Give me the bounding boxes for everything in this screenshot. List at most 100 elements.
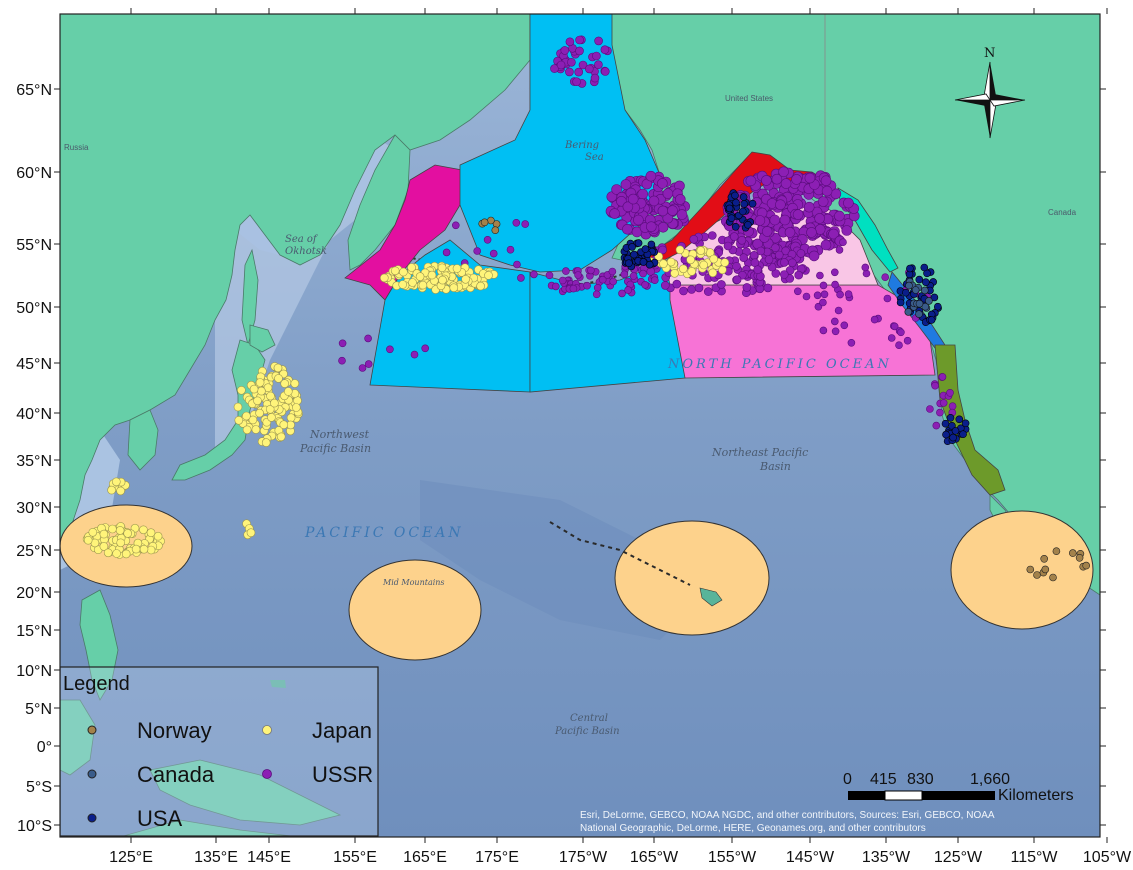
north-arrow-e2 <box>989 99 1026 107</box>
ussr-catch-point <box>574 271 582 279</box>
japan-catch-point <box>266 391 275 401</box>
canada-catch-point <box>911 286 920 294</box>
japan-catch-point <box>108 524 117 534</box>
usa-catch-point <box>941 419 950 428</box>
ussr-catch-point <box>473 247 482 255</box>
label-okhotsk-2: Okhotsk <box>285 246 327 257</box>
japan-catch-point <box>675 245 685 255</box>
japan-catch-point <box>255 408 264 418</box>
usa-catch-point <box>641 245 650 253</box>
ussr-catch-point <box>648 195 660 207</box>
japan-catch-point <box>399 267 408 277</box>
lat-label: 40°N <box>16 406 52 423</box>
north-arrow: N <box>954 46 1026 139</box>
ussr-catch-point <box>551 282 560 291</box>
norway-catch-point <box>491 226 500 234</box>
japan-catch-point <box>437 263 447 273</box>
hokkaido <box>249 324 276 353</box>
scale-segment-2 <box>884 790 923 801</box>
japan-catch-point <box>476 281 485 291</box>
ussr-catch-point <box>883 294 892 303</box>
usa-catch-point <box>725 204 734 213</box>
japan-catch-point <box>139 544 149 554</box>
label-united-states: United States <box>725 94 773 103</box>
ussr-catch-point <box>569 284 578 293</box>
scale-segment-3 <box>922 791 995 800</box>
usa-catch-point <box>731 191 739 200</box>
ussr-catch-point <box>517 274 525 282</box>
ussr-catch-point <box>483 236 492 244</box>
ussr-catch-point <box>600 67 610 76</box>
label-russia: Russia <box>64 143 89 152</box>
label-canada: Canada <box>1048 208 1077 217</box>
ussr-catch-point <box>732 275 742 285</box>
ussr-catch-point <box>836 290 844 299</box>
ussr-catch-point <box>593 283 602 292</box>
ussr-catch-point <box>657 205 669 217</box>
japan-catch-point <box>99 542 109 551</box>
ussr-catch-point <box>650 276 659 285</box>
japan-catch-point <box>286 413 296 423</box>
japan-catch-point <box>678 264 688 274</box>
ussr-catch-point <box>806 227 817 238</box>
borneo <box>60 699 96 776</box>
ussr-catch-point <box>732 261 741 271</box>
ussr-catch-point <box>565 67 574 77</box>
ussr-catch-point <box>624 286 632 294</box>
japan-catch-point <box>283 387 293 396</box>
north-arrow-e <box>990 94 1025 100</box>
korea <box>127 409 159 471</box>
usa-catch-point <box>740 200 748 208</box>
ussr-catch-point <box>662 188 674 199</box>
ussr-catch-point <box>637 188 649 200</box>
ussr-catch-point <box>687 285 696 294</box>
ussr-catch-point <box>881 273 890 282</box>
japan-catch-point <box>699 260 709 270</box>
usa-catch-point <box>915 275 924 284</box>
ussr-catch-point <box>821 185 833 197</box>
ussr-catch-point <box>903 336 912 345</box>
label-nw-basin-2: Pacific Basin <box>299 442 371 455</box>
lat-label: 45°N <box>16 356 52 373</box>
ussr-catch-point <box>658 245 667 255</box>
ussr-catch-point <box>841 225 853 236</box>
usa-catch-point <box>639 258 648 266</box>
ussr-catch-point <box>939 399 948 407</box>
ussr-catch-point <box>565 37 575 47</box>
label-bering-2: Sea <box>585 152 604 163</box>
ussr-catch-point <box>633 214 644 226</box>
lat-label: 5°N <box>25 701 52 718</box>
japan-catch-point <box>408 278 417 287</box>
japan-catch-point <box>484 271 493 280</box>
usa-catch-point <box>630 250 638 259</box>
canada-catch-point <box>920 286 929 295</box>
ussr-catch-point <box>830 268 839 277</box>
ussr-catch-point <box>364 334 372 343</box>
lat-label: 15°N <box>16 623 52 640</box>
asia-landmass <box>60 14 531 546</box>
usa-catch-point <box>731 223 740 231</box>
ussr-catch-point <box>558 276 567 285</box>
norway-catch-point <box>1052 547 1061 556</box>
japan-catch-point <box>415 272 425 281</box>
canada-catch-point <box>925 297 933 305</box>
zone-baja <box>950 510 1094 630</box>
ussr-catch-point <box>386 345 394 354</box>
japan-catch-point <box>131 544 141 554</box>
japan-catch-point <box>407 263 416 272</box>
ussr-catch-point <box>763 283 773 293</box>
legend-label-usa: USA <box>137 806 183 831</box>
label-ne-basin-1: Northeast Pacific <box>711 446 808 459</box>
ussr-catch-point <box>834 210 845 222</box>
ussr-catch-point <box>662 212 674 224</box>
japan-catch-point <box>274 374 283 383</box>
ussr-catch-point <box>358 364 367 372</box>
ussr-catch-point <box>620 270 629 279</box>
ussr-catch-point <box>575 46 584 56</box>
ussr-catch-point <box>771 269 781 278</box>
ussr-catch-point <box>803 201 815 213</box>
japan-catch-point <box>449 283 459 293</box>
japan-catch-point <box>253 396 262 406</box>
ussr-catch-point <box>451 221 460 230</box>
